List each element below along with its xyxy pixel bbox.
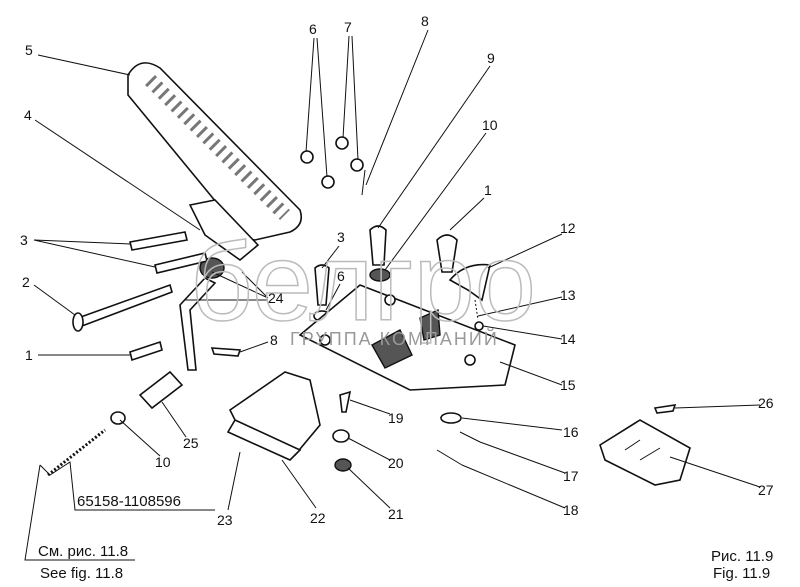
label-2: 2 — [22, 274, 30, 290]
figure-caption-en: Fig. 11.9 — [713, 565, 770, 582]
label-18: 18 — [563, 502, 579, 518]
label-12: 12 — [560, 220, 576, 236]
label-21: 21 — [388, 506, 404, 522]
label-22: 22 — [310, 510, 326, 526]
part-number: 65158-1108596 — [77, 493, 181, 510]
reference-en: See fig. 11.8 — [40, 565, 123, 582]
label-1: 1 — [25, 347, 33, 363]
label-6: 6 — [309, 21, 317, 37]
figure-caption-ru: Рис. 11.9 — [711, 548, 773, 565]
label-16: 16 — [563, 424, 579, 440]
bolts-left — [72, 231, 242, 362]
label-9: 9 — [487, 50, 495, 66]
label-26: 26 — [758, 395, 774, 411]
label-6: 6 — [337, 268, 345, 284]
watermark-subtitle: ГРУППА КОМПАНИЙ — [290, 328, 499, 349]
lower-hardware — [47, 370, 481, 477]
label-3: 3 — [20, 232, 28, 248]
mounting-plate — [298, 284, 516, 391]
captions: 65158-1108596 См. рис. 11.8 See fig. 11.… — [38, 493, 773, 582]
label-23: 23 — [217, 512, 233, 528]
label-14: 14 — [560, 331, 576, 347]
pedal-pad-cover — [599, 404, 691, 486]
label-27: 27 — [758, 482, 774, 498]
label-24: 24 — [268, 290, 284, 306]
label-5: 5 — [25, 42, 33, 58]
label-10: 10 — [482, 117, 498, 133]
part-labels: 5 4 3 2 1 6 7 8 9 10 1 12 3 6 24 13 14 8… — [20, 13, 774, 528]
label-4: 4 — [24, 107, 32, 123]
label-17: 17 — [563, 468, 579, 484]
label-1: 1 — [484, 182, 492, 198]
watermark-brand: белгро — [190, 221, 536, 344]
label-19: 19 — [388, 410, 404, 426]
label-3: 3 — [337, 229, 345, 245]
watermark: белгро ГРУППА КОМПАНИЙ — [189, 220, 536, 349]
label-10: 10 — [155, 454, 171, 470]
label-20: 20 — [388, 455, 404, 471]
label-15: 15 — [560, 377, 576, 393]
boot-cover — [226, 371, 321, 461]
reference-ru: См. рис. 11.8 — [38, 543, 128, 560]
pedal-bracket — [179, 199, 260, 371]
label-7: 7 — [344, 19, 352, 35]
label-8: 8 — [270, 332, 278, 348]
label-8: 8 — [421, 13, 429, 29]
label-13: 13 — [560, 287, 576, 303]
leader-lines — [24, 29, 761, 561]
label-25: 25 — [183, 435, 199, 451]
small-hardware-top — [300, 136, 491, 331]
